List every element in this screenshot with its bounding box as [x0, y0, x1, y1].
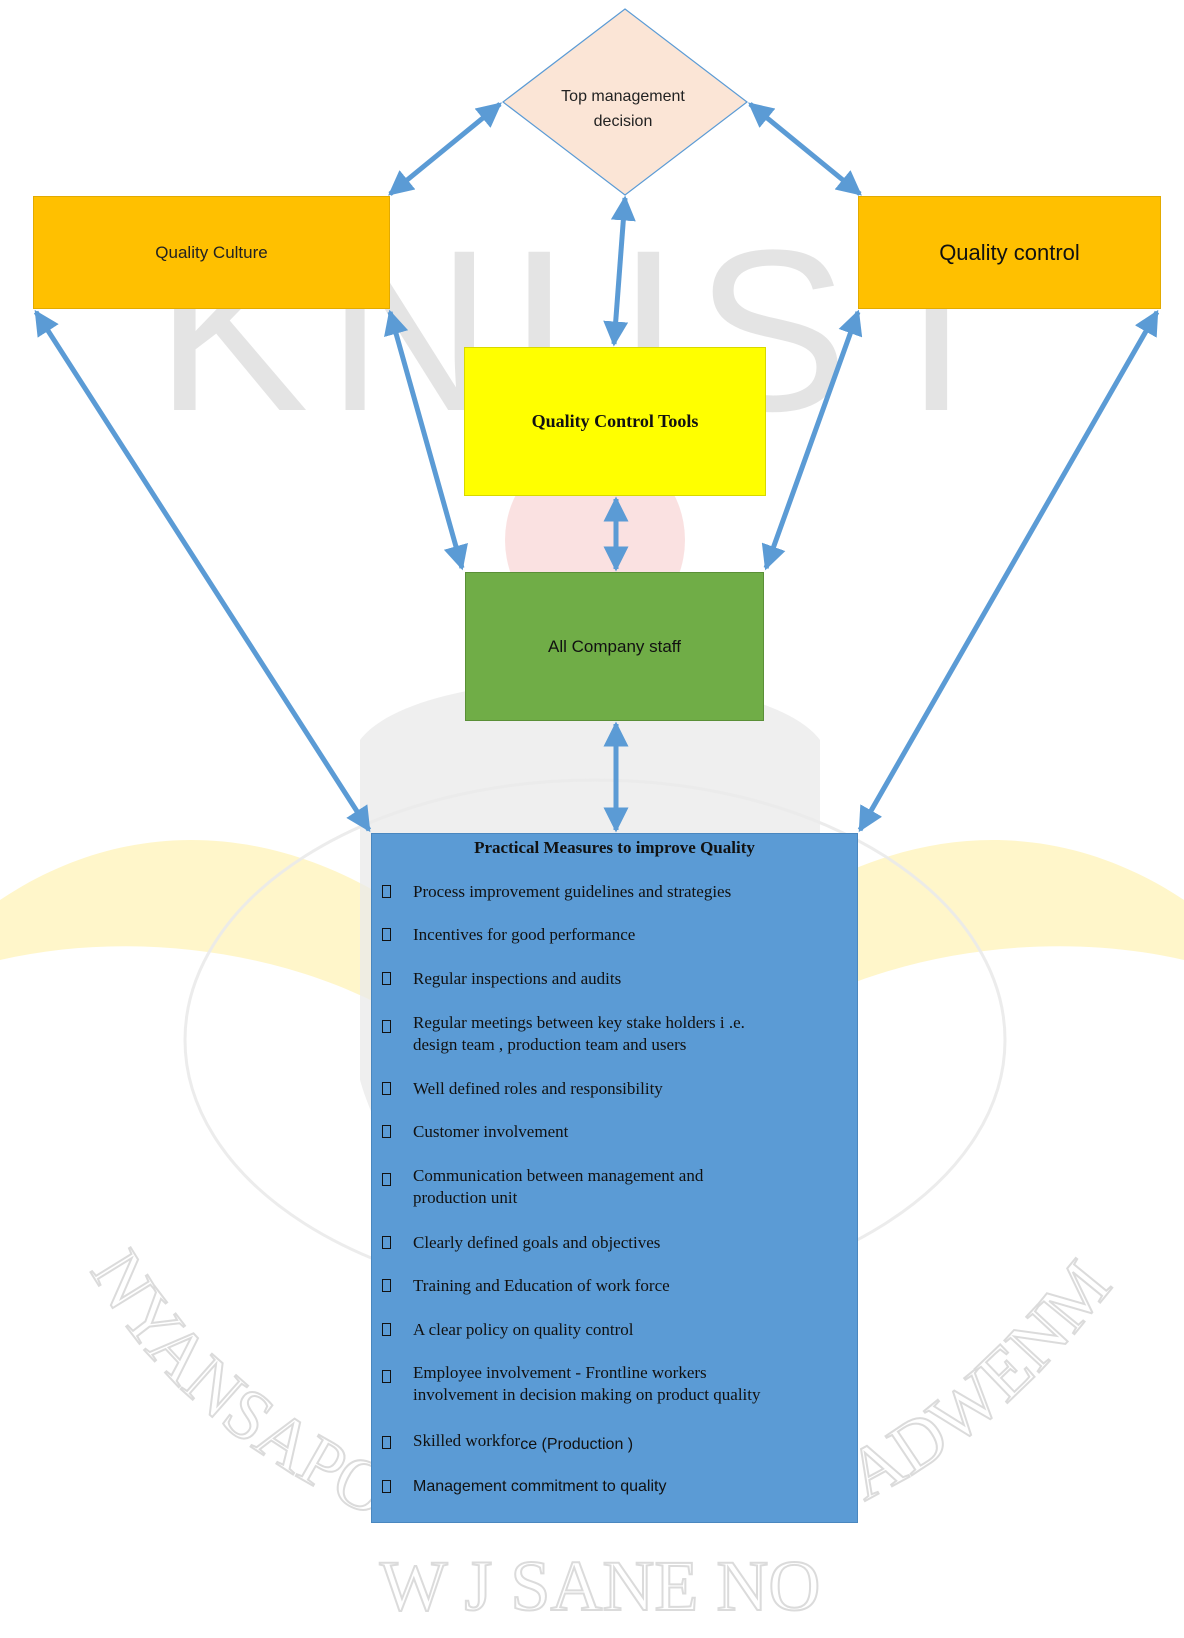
arrow-culture-measures [33, 309, 372, 833]
quality-control-label: Quality control [939, 239, 1080, 265]
measure-item-text: Management commitment to quality [413, 1478, 667, 1495]
checkbox-icon [382, 928, 391, 941]
watermark-bottom-text: W J SANE NO [380, 1546, 821, 1626]
checkbox-icon [382, 1020, 391, 1033]
measure-item-text-line2: design team , production team and users [413, 1035, 687, 1054]
measure-item-text-line1: Communication between management and [413, 1166, 704, 1185]
top-management-diamond [502, 8, 748, 196]
all-company-staff-box: All Company staff [465, 572, 764, 721]
measure-item-text-line2: involvement in decision making on produc… [413, 1385, 761, 1404]
arrow-top-control [748, 102, 862, 196]
measure-item-text-line2: production unit [413, 1188, 518, 1207]
measure-item-text: Training and Education of work force [413, 1276, 670, 1295]
checkbox-icon [382, 1323, 391, 1336]
quality-control-box: Quality control [858, 196, 1161, 309]
quality-culture-label: Quality Culture [155, 242, 268, 262]
top-management-label: Top management decision [520, 84, 726, 134]
checkbox-icon [382, 885, 391, 898]
top-management-label-line1: Top management [561, 88, 685, 105]
measure-item-text: Process improvement guidelines and strat… [413, 882, 732, 901]
all-company-staff-label: All Company staff [548, 636, 681, 656]
watermark-wing-left [0, 840, 390, 1010]
measure-item-text-line1: Employee involvement - Frontline workers [413, 1363, 707, 1382]
practical-measures-box: Practical Measures to improve Quality Pr… [371, 833, 858, 1523]
watermark-wing-right [794, 840, 1184, 1010]
measure-item-text: Clearly defined goals and objectives [413, 1233, 661, 1252]
checkbox-icon [382, 972, 391, 985]
quality-culture-box: Quality Culture [33, 196, 390, 309]
checkbox-icon [382, 1125, 391, 1138]
measure-item-text: Skilled workforce (Production ) [413, 1429, 633, 1453]
arrow-top-tools [603, 195, 636, 347]
measure-item-text-part1: Skilled workfor [413, 1431, 521, 1450]
checkbox-icon [382, 1370, 391, 1383]
checkbox-icon [382, 1279, 391, 1292]
practical-measures-title: Practical Measures to improve Quality [474, 838, 755, 857]
arrow-culture-staff [384, 309, 468, 571]
measure-item-text: Customer involvement [413, 1122, 569, 1141]
checkbox-icon [382, 1173, 391, 1186]
arrow-culture-top [388, 102, 502, 196]
measure-item-text: A clear policy on quality control [413, 1320, 634, 1339]
measure-item-text: Well defined roles and responsibility [413, 1079, 663, 1098]
arrow-control-measures [857, 309, 1160, 833]
top-management-label-line2: decision [593, 113, 653, 130]
measure-item-text: Incentives for good performance [413, 925, 636, 944]
quality-control-tools-label: Quality Control Tools [531, 411, 699, 431]
measure-item-text-part2: ce (Production ) [520, 1436, 634, 1453]
checkbox-icon [382, 1436, 391, 1449]
checkbox-icon [382, 1480, 391, 1493]
arrow-control-staff [761, 309, 863, 571]
checkbox-icon [382, 1236, 391, 1249]
checkbox-icon [382, 1082, 391, 1095]
measure-item-text-line1: Regular meetings between key stake holde… [413, 1013, 745, 1032]
measure-item-text: Regular inspections and audits [413, 969, 622, 988]
quality-control-tools-box: Quality Control Tools [464, 347, 766, 496]
